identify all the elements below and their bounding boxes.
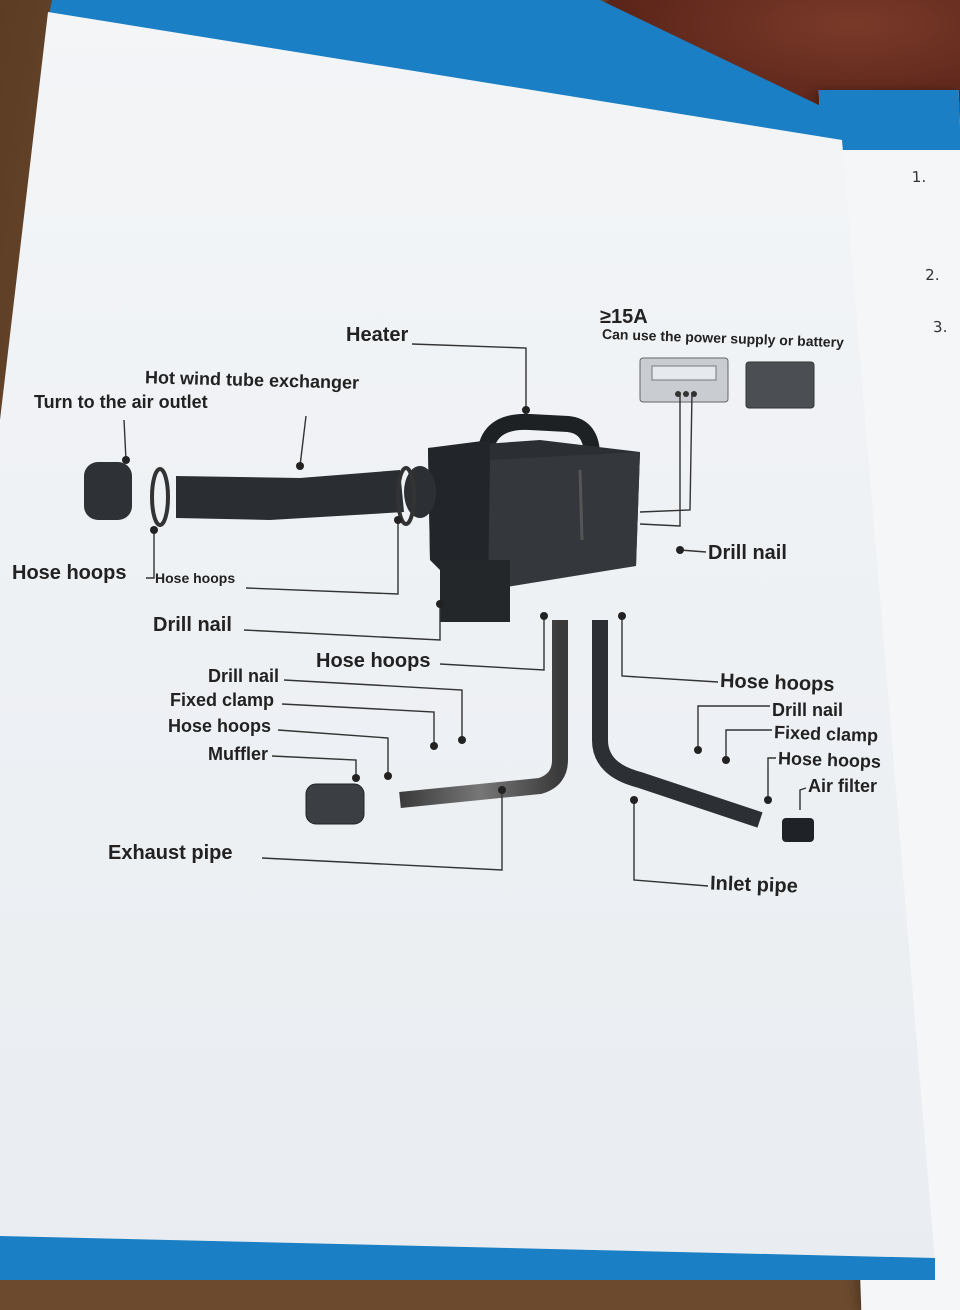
turn-outlet-label: Turn to the air outlet: [34, 392, 208, 412]
hose-hoops-r4-label: Hose hoops: [777, 748, 882, 772]
heater-unit: [404, 413, 640, 622]
hose-hoop-ring-left: [150, 467, 170, 527]
drill-nail-right-label: Drill nail: [708, 542, 787, 564]
fixed-clamp-lower-label: Fixed clamp: [170, 690, 275, 710]
hose-hoops-lower-label: Hose hoops: [168, 716, 272, 736]
inlet-pipe-drawing: [592, 620, 763, 828]
hose-hoop-ring-right: [396, 466, 416, 526]
battery: [745, 361, 815, 409]
drill-nail-mid-label: Drill nail: [153, 614, 232, 636]
muffler-label: Muffler: [208, 744, 268, 764]
air-filter-label: Air filter: [808, 776, 878, 796]
controller-panel: [639, 357, 729, 403]
hose-hoops-left-small-label: Hose hoops: [155, 570, 236, 586]
callout-dots: [122, 406, 772, 804]
hose-hoops-r1-label: Hose hoops: [719, 670, 835, 696]
air-outlet-cap: [84, 462, 132, 520]
air-filter-drawing: [782, 818, 814, 842]
exhaust-pipe-label: Exhaust pipe: [108, 842, 233, 864]
exhaust-pipe-drawing: [399, 620, 568, 808]
page-blue-bottom-band: [0, 1236, 935, 1280]
muffler-drawing: [305, 783, 365, 825]
drill-nail-r2-label: Drill nail: [772, 700, 844, 720]
manual-page: [0, 0, 935, 1280]
callout-lines: [123, 343, 807, 887]
drill-nail-lower-label: Drill nail: [208, 666, 280, 686]
page-sheet: [0, 12, 935, 1262]
heater-label: Heater: [346, 324, 409, 346]
fixed-clamp-r3-label: Fixed clamp: [773, 722, 879, 746]
inlet-pipe-label: Inlet pipe: [709, 872, 799, 898]
hose-hoops-left-big-label: Hose hoops: [12, 562, 127, 584]
hose-hoops-center-label: Hose hoops: [316, 650, 431, 672]
power-amp-label: ≥15A: [600, 306, 648, 328]
page-blue-top-band: [48, 0, 850, 145]
hot-wind-tube: [176, 470, 404, 520]
